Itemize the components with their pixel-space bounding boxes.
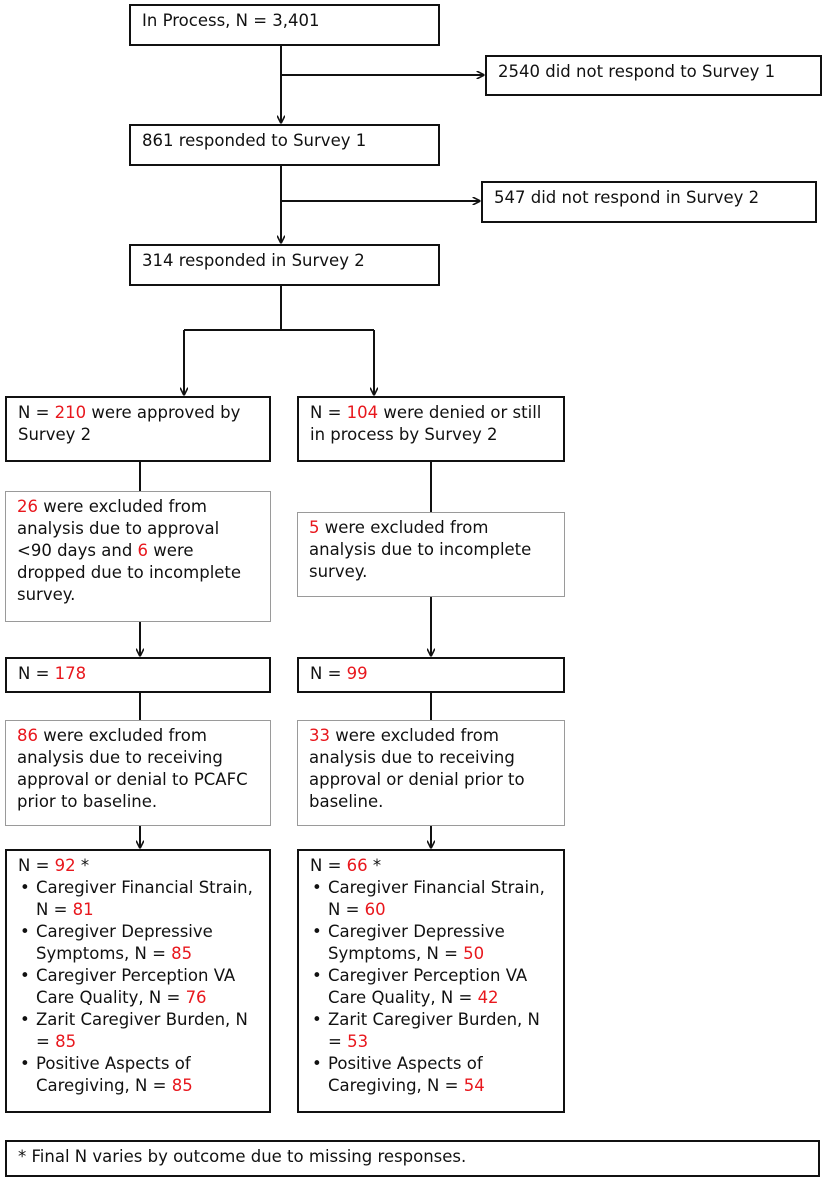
right-n-pre: N = [310,664,347,683]
survey1-text: 861 responded to Survey 1 [142,131,367,150]
footnote-box: * Final N varies by outcome due to missi… [5,1140,820,1177]
outcome-label: Caregiver Depressive Symptoms, N = [328,922,505,963]
list-item: Caregiver Financial Strain, N = 60 [310,877,552,921]
survey1-box: 861 responded to Survey 1 [129,124,440,166]
survey2-box: 314 responded in Survey 2 [129,244,440,286]
list-item: Positive Aspects of Caregiving, N = 85 [18,1053,258,1097]
denied-box: N = 104 were denied or still in process … [297,396,565,462]
right-excl2-text: were excluded from analysis due to recei… [309,726,525,811]
left-n-box: N = 178 [5,657,271,693]
outcome-n: 85 [171,1076,193,1095]
in-process-text: In Process, N = 3,401 [142,11,320,30]
outcome-label: Caregiver Perception VA Care Quality, N … [36,966,236,1007]
outcome-n: 85 [171,944,193,963]
left-excl1-text1: were excluded from analysis due to appro… [17,497,220,560]
right-n-box: N = 99 [297,657,565,693]
left-final-mark: * [75,856,90,875]
left-excl1-text2: were dropped due to incomplete survey. [17,541,242,604]
right-final-heading: N = 66 * [310,855,552,877]
list-item: Positive Aspects of Caregiving, N = 54 [310,1053,552,1097]
denied-count: 104 [346,403,379,422]
approved-count: 210 [54,403,87,422]
outcome-label: Caregiver Perception VA Care Quality, N … [328,966,528,1007]
right-excl1-count: 5 [309,518,320,537]
right-final-mark: * [367,856,382,875]
right-outcome-list: Caregiver Financial Strain, N = 60 Careg… [310,877,552,1097]
outcome-label: Positive Aspects of Caregiving, N = [328,1054,483,1095]
list-item: Zarit Caregiver Burden, N = 85 [18,1009,258,1053]
left-final-box: N = 92 * Caregiver Financial Strain, N =… [5,849,271,1113]
outcome-n: 60 [364,900,386,919]
approved-post: were approved by Survey 2 [18,403,241,444]
right-final-pre: N = [310,856,347,875]
outcome-label: Caregiver Financial Strain, N = [36,878,253,919]
no-survey1-box: 2540 did not respond to Survey 1 [485,55,822,96]
approved-box: N = 210 were approved by Survey 2 [5,396,271,462]
right-exclusion-1-box: 5 were excluded from analysis due to inc… [297,512,565,597]
list-item: Caregiver Perception VA Care Quality, N … [18,965,258,1009]
no-survey1-text: 2540 did not respond to Survey 1 [498,62,776,81]
right-n-count: 99 [346,664,368,683]
denied-pre: N = [310,403,347,422]
approved-pre: N = [18,403,55,422]
left-excl1-count1: 26 [17,497,38,516]
list-item: Caregiver Depressive Symptoms, N = 85 [18,921,258,965]
denied-post: were denied or still in process by Surve… [310,403,542,444]
list-item: Caregiver Financial Strain, N = 81 [18,877,258,921]
outcome-label: Caregiver Financial Strain, N = [328,878,545,919]
outcome-n: 50 [463,944,485,963]
footnote-text: * Final N varies by outcome due to missi… [18,1147,467,1166]
outcome-n: 81 [72,900,94,919]
list-item: Zarit Caregiver Burden, N = 53 [310,1009,552,1053]
left-final-pre: N = [18,856,55,875]
outcome-label: Zarit Caregiver Burden, N = [36,1010,248,1051]
right-excl1-text: were excluded from analysis due to incom… [309,518,532,581]
in-process-box: In Process, N = 3,401 [129,4,440,46]
list-item: Caregiver Perception VA Care Quality, N … [310,965,552,1009]
left-n-pre: N = [18,664,55,683]
no-survey2-text: 547 did not respond in Survey 2 [494,188,760,207]
left-exclusion-1-box: 26 were excluded from analysis due to ap… [5,491,271,622]
left-excl2-text: were excluded from analysis due to recei… [17,726,248,811]
right-final-box: N = 66 * Caregiver Financial Strain, N =… [297,849,565,1113]
left-final-heading: N = 92 * [18,855,258,877]
outcome-n: 85 [55,1032,77,1051]
outcome-label: Zarit Caregiver Burden, N = [328,1010,540,1051]
left-exclusion-2-box: 86 were excluded from analysis due to re… [5,720,271,826]
outcome-label: Caregiver Depressive Symptoms, N = [36,922,213,963]
outcome-label: Positive Aspects of Caregiving, N = [36,1054,191,1095]
no-survey2-box: 547 did not respond in Survey 2 [481,181,817,223]
left-n-count: 178 [54,664,87,683]
left-final-count: 92 [54,856,76,875]
outcome-n: 42 [477,988,499,1007]
left-excl1-count2: 6 [137,541,149,560]
survey2-text: 314 responded in Survey 2 [142,251,365,270]
outcome-n: 54 [463,1076,485,1095]
left-outcome-list: Caregiver Financial Strain, N = 81 Careg… [18,877,258,1097]
outcome-n: 53 [347,1032,369,1051]
right-final-count: 66 [346,856,368,875]
outcome-n: 76 [185,988,207,1007]
list-item: Caregiver Depressive Symptoms, N = 50 [310,921,552,965]
right-excl2-count: 33 [309,726,330,745]
right-exclusion-2-box: 33 were excluded from analysis due to re… [297,720,565,826]
left-excl2-count: 86 [17,726,38,745]
